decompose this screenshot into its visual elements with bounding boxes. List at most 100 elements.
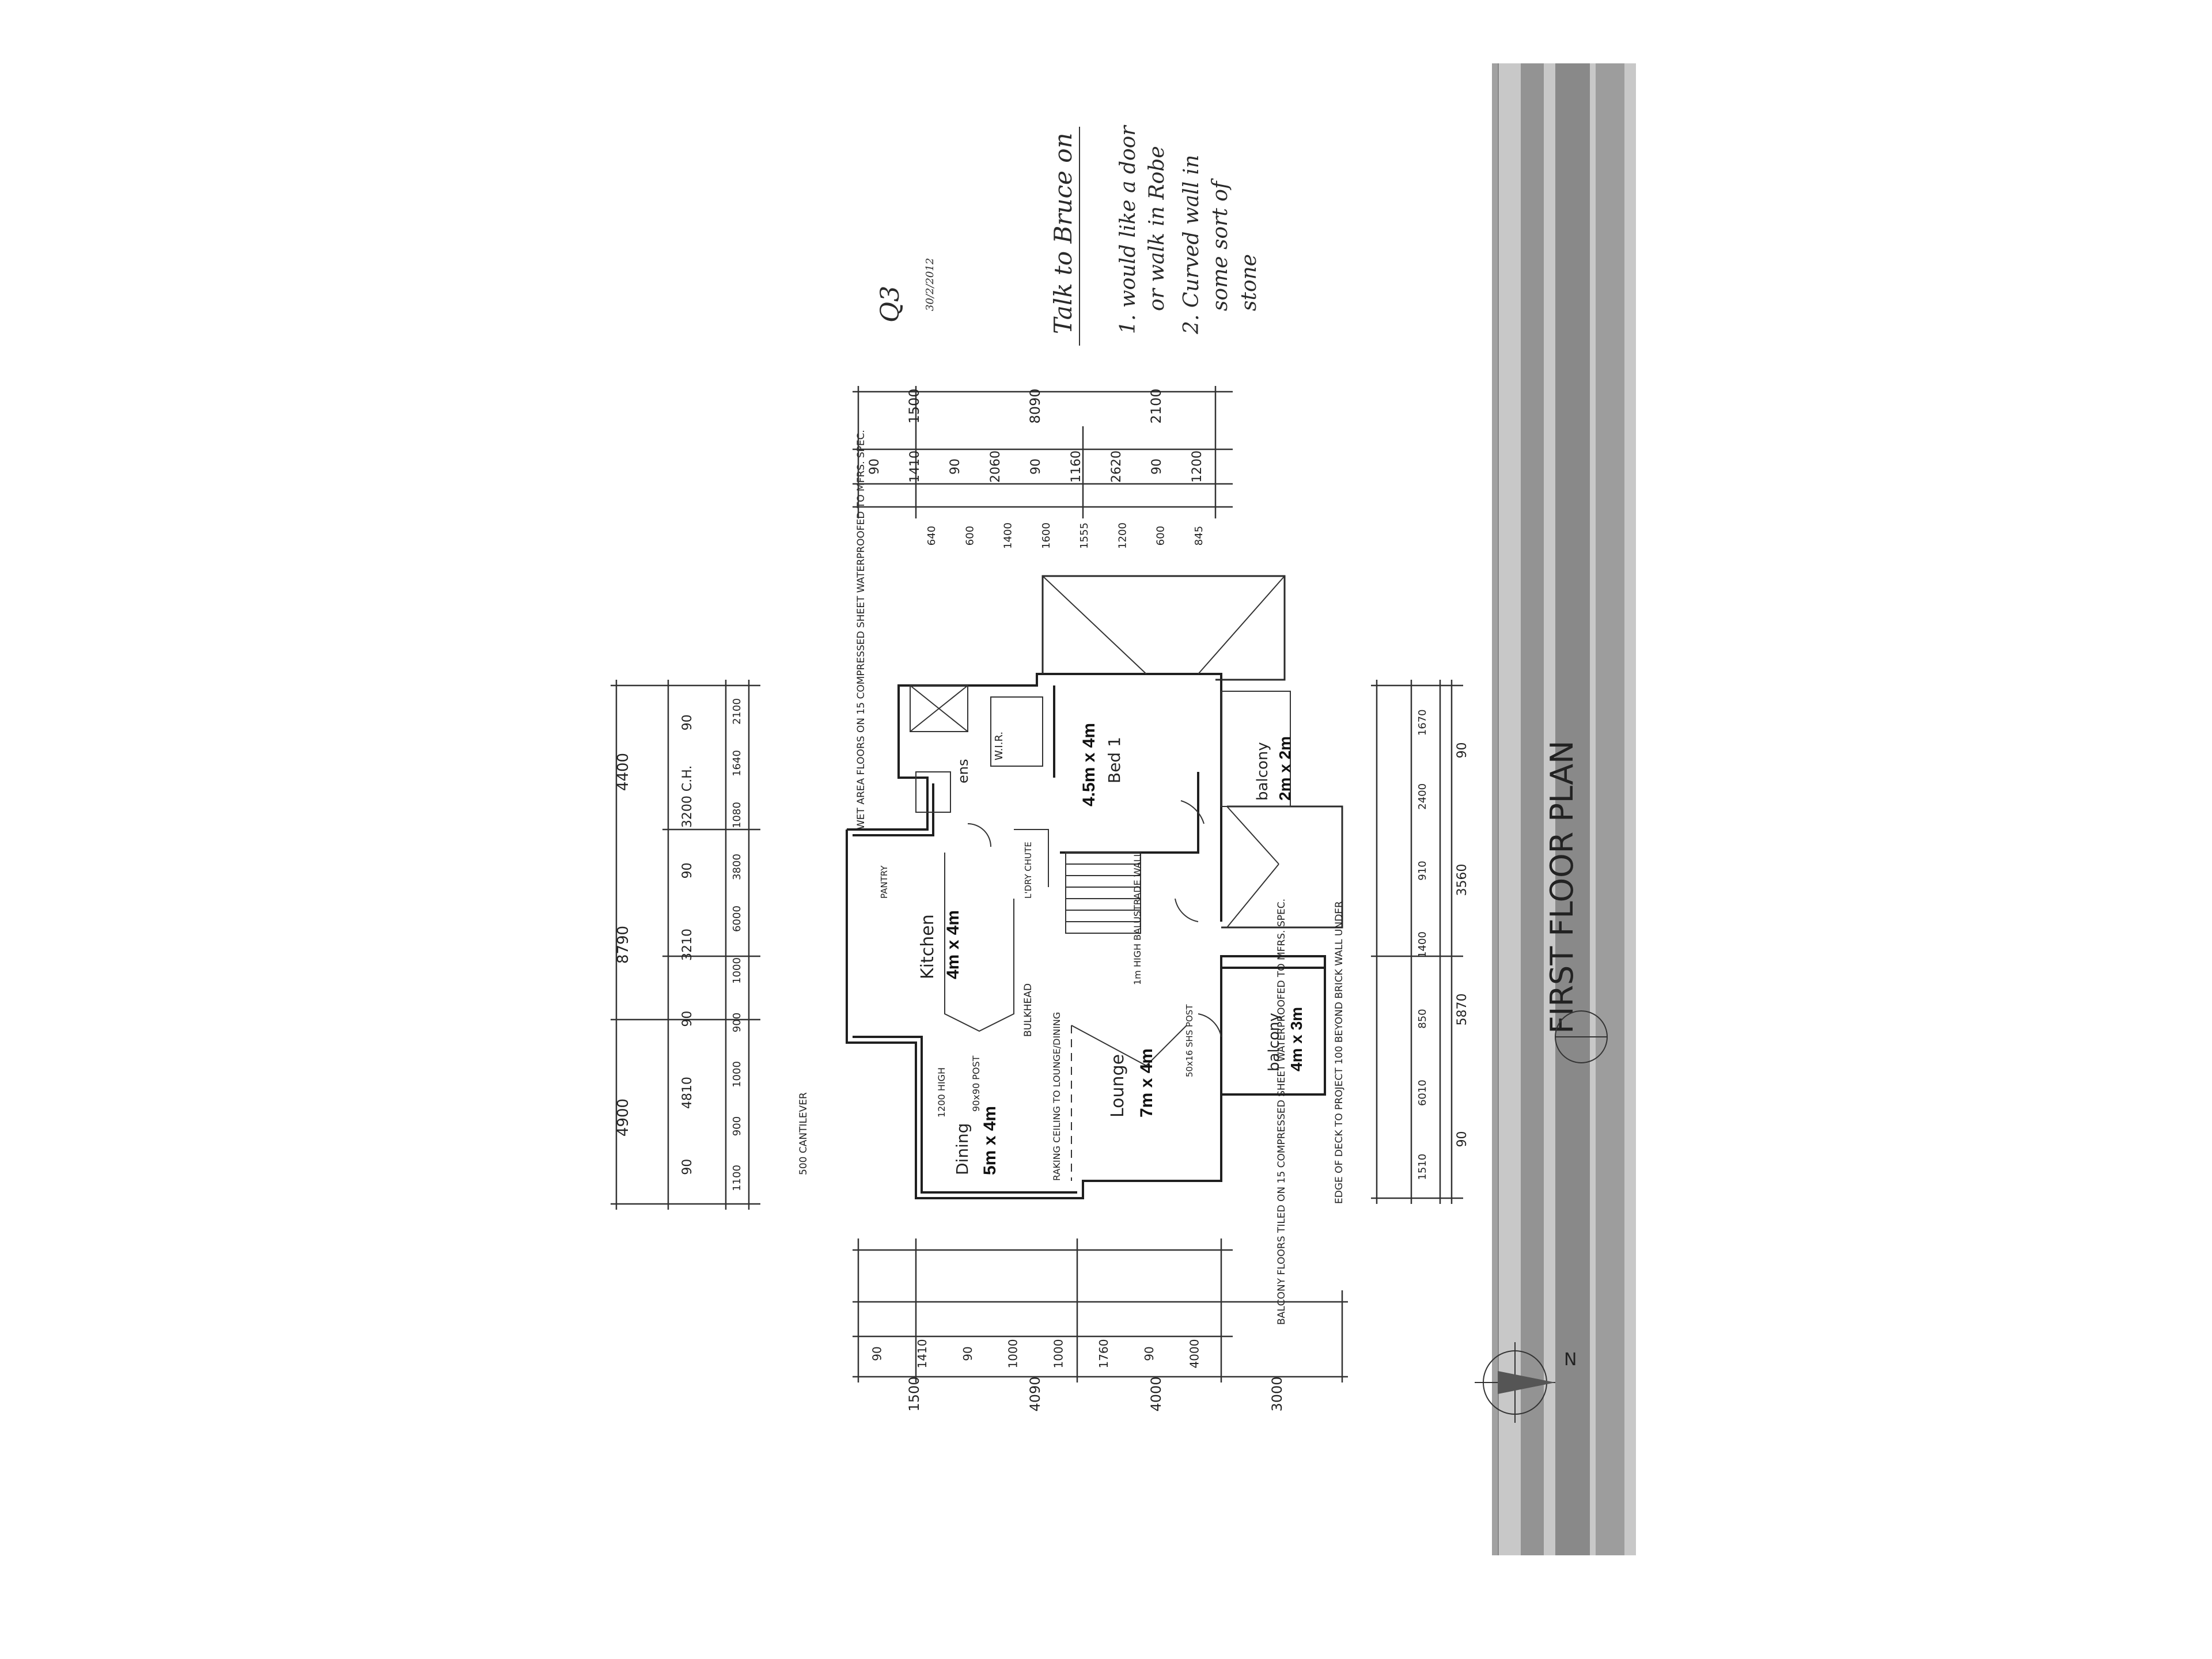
annotation-bulkhead: BULKHEAD (1022, 983, 1034, 1037)
dimension-label-left_detail-1: 900 (731, 1116, 743, 1136)
annotation-wet-area-text: WET AREA FLOORS ON 15 COMPRESSED SHEET W… (855, 430, 867, 830)
annotation-edge-of-deck: EDGE OF DECK TO PROJECT 100 BEYOND BRICK… (1334, 901, 1345, 1204)
dimension-label-left_inner-1: 4810 (680, 1077, 695, 1109)
north-arrow-icon: N (1475, 1342, 1577, 1423)
dimension-label-top_outer-1: 8090 (1027, 388, 1043, 423)
dimension-label-left_detail-4: 1000 (731, 957, 743, 984)
annotation-raking-text: RAKING CEILING TO LOUNGE/DINING (1051, 1012, 1062, 1181)
dimension-label-top_mid-3: 2060 (988, 450, 1003, 483)
annotation-cantilever: 500 CANTILEVER (798, 1092, 809, 1175)
room-ens-label: ens (955, 759, 971, 783)
dimension-label-right_detail-3: 1400 (1416, 931, 1429, 958)
dimension-label-top_detail-4: 1600 (1040, 522, 1052, 549)
note-date: 30/2/2012 (924, 258, 936, 311)
dimension-label-left_inner-2: 90 (680, 1011, 695, 1027)
dimension-label-right_outer-1: 5870 (1455, 994, 1469, 1026)
room-wir: W.I.R. (993, 732, 1005, 760)
dimension-label-left_detail-8: 1640 (731, 750, 743, 777)
dimension-label-top_detail-1: 600 (1155, 526, 1167, 546)
section-marker-icon (1555, 1010, 1608, 1063)
room-ens: ens (955, 759, 971, 783)
annotation-balcony-floors-text: BALCONY FLOORS TILED ON 15 COMPRESSED SH… (1276, 899, 1287, 1325)
dimension-label-bottom_mid-6: 90 (1142, 1346, 1156, 1361)
dimension-label-bottom_mid-2: 90 (961, 1346, 975, 1361)
dimension-label-right_outer-0: 90 (1455, 1131, 1469, 1147)
dimension-label-left_inner-0: 90 (680, 1159, 695, 1175)
dimension-label-left_outer-1: 8790 (615, 926, 632, 964)
room-balcony-bottom: balcony 4m x 3m (1266, 1007, 1305, 1071)
room-balcony-bottom-size: 4m x 3m (1287, 1007, 1305, 1071)
dimension-label-right_detail-2: 850 (1416, 1009, 1429, 1028)
dimension-label-left_inner-4: 90 (680, 862, 695, 878)
dimension-label-left_outer-0: 4900 (615, 1099, 632, 1137)
annotation-balustrade: 1m HIGH BALUSTRADE WALL (1132, 851, 1143, 985)
annotation-post-square: 50x16 SHS POST (1184, 1004, 1195, 1077)
dimension-label-left_detail-2: 1000 (731, 1061, 743, 1088)
annotation-pantry-text: PANTRY (879, 865, 889, 899)
dimension-label-right_detail-0: 1510 (1416, 1154, 1429, 1180)
annotation-raking: RAKING CEILING TO LOUNGE/DINING (1051, 1012, 1062, 1181)
room-balcony-bottom-label: balcony (1266, 1013, 1283, 1071)
annotation-post: 90x90 POST (971, 1055, 982, 1112)
dimension-label-top_detail-6: 600 (964, 526, 976, 546)
annotation-post-square-text: 50x16 SHS POST (1184, 1004, 1195, 1077)
room-balcony-top: balcony 2m x 2m (1254, 736, 1294, 801)
dimension-label-left_detail-5: 6000 (731, 906, 743, 932)
plan-title: FIRST FLOOR PLAN (1544, 740, 1580, 1033)
dimension-label-left_detail-9: 2100 (731, 698, 743, 725)
building-walls (846, 575, 1343, 1199)
room-dining: Dining 5m x 4m (953, 1106, 999, 1175)
dimension-label-top_mid-1: 1410 (908, 450, 922, 483)
annotation-balcony-floors: BALCONY FLOORS TILED ON 15 COMPRESSED SH… (1276, 899, 1287, 1325)
dimension-label-right_detail-6: 1670 (1416, 709, 1429, 736)
dimension-label-bottom_outer-0: 1500 (906, 1376, 922, 1411)
dimension-label-bottom_outer-2: 4000 (1148, 1376, 1164, 1411)
annotation-laundry-text: L'DRY CHUTE (1023, 842, 1033, 899)
dimension-label-left_outer-2: 4400 (615, 753, 632, 791)
annotation-laundry: L'DRY CHUTE (1023, 842, 1033, 899)
dimension-label-top_mid-4: 90 (1029, 459, 1043, 475)
room-lounge-label: Lounge (1108, 1054, 1128, 1118)
dimension-label-left_inner-6: 90 (680, 714, 695, 730)
dimension-label-right_outer-2: 3560 (1455, 864, 1469, 896)
room-bed1-size: 4.5m x 4m (1080, 723, 1099, 806)
note-ref: Q3 (876, 286, 905, 323)
dimension-label-right_detail-1: 6010 (1416, 1080, 1429, 1106)
scan-edge-band (1492, 63, 1636, 1555)
room-bed1-label: Bed 1 (1105, 737, 1124, 783)
dimension-label-top_mid-5: 1160 (1069, 450, 1084, 483)
room-kitchen-size: 4m x 4m (944, 910, 963, 979)
annotation-cantilever-text: 500 CANTILEVER (798, 1092, 809, 1175)
dimension-label-top_detail-3: 1555 (1078, 522, 1090, 549)
dimension-label-top_mid-6: 2620 (1109, 450, 1124, 483)
room-balcony-top-label: balcony (1254, 742, 1271, 801)
annotation-post-text: 90x90 POST (971, 1055, 982, 1112)
north-label: N (1564, 1350, 1577, 1370)
annotation-balustrade-text: 1m HIGH BALUSTRADE WALL (1132, 851, 1143, 985)
note-item1-line2: or walk in Robe (1145, 146, 1169, 311)
plan-title-text: FIRST FLOOR PLAN (1544, 740, 1580, 1033)
dimension-label-right_detail-5: 2400 (1416, 783, 1429, 810)
dimension-label-top_outer-0: 1500 (906, 388, 922, 423)
room-dining-size: 5m x 4m (980, 1106, 999, 1175)
dimension-label-top_mid-0: 90 (868, 459, 882, 475)
note-item2-line2: some sort of (1209, 178, 1232, 311)
dimension-label-top_detail-0: 845 (1193, 526, 1205, 546)
handwritten-request: Talk to Bruce on 1. would like a door or… (1049, 125, 1261, 346)
note-item2-line3: stone (1237, 254, 1261, 311)
dimension-label-bottom_mid-7: 4000 (1188, 1339, 1202, 1369)
annotation-edge-of-deck-text: EDGE OF DECK TO PROJECT 100 BEYOND BRICK… (1334, 901, 1345, 1204)
room-lounge-size: 7m x 4m (1137, 1048, 1156, 1118)
annotation-wet-area: WET AREA FLOORS ON 15 COMPRESSED SHEET W… (855, 430, 867, 830)
room-lounge: Lounge 7m x 4m (1108, 1048, 1156, 1118)
dimension-label-left_detail-3: 900 (731, 1013, 743, 1032)
dimension-label-top_mid-7: 90 (1150, 459, 1164, 475)
room-dining-label: Dining (953, 1123, 972, 1175)
dimension-label-top_outer-2: 2100 (1148, 388, 1164, 423)
annotation-post-height: 1200 HIGH (936, 1067, 947, 1118)
room-kitchen-label: Kitchen (918, 914, 938, 979)
dimension-label-bottom_mid-4: 1000 (1051, 1339, 1065, 1369)
note-heading: Talk to Bruce on (1049, 132, 1077, 334)
